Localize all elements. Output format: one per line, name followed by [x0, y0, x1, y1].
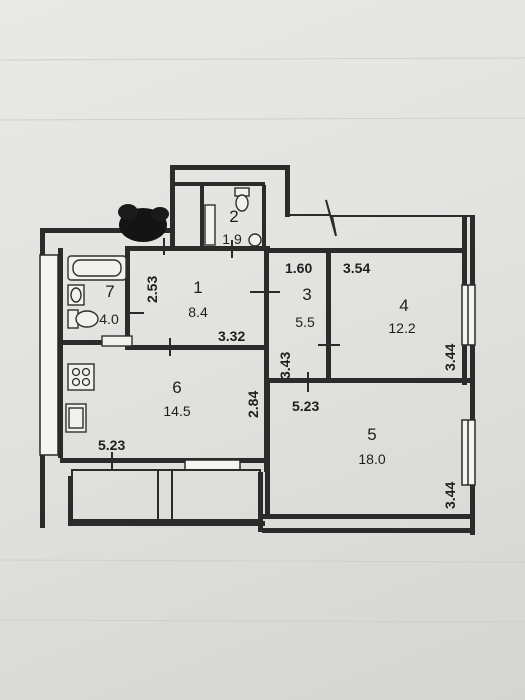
room-4-number: 4 — [399, 296, 408, 315]
dim-room5-depth: 3.44 — [442, 482, 458, 509]
balcony — [71, 469, 261, 521]
room-5-number: 5 — [367, 425, 376, 444]
small-toilet-icon — [234, 187, 262, 247]
room-3-area: 5.5 — [295, 314, 315, 330]
paper-lines — [0, 57, 525, 623]
room-7-number: 7 — [105, 282, 114, 301]
dim-room5-width: 5.23 — [292, 398, 319, 414]
room-2-number: 2 — [229, 207, 238, 226]
toilet-icon — [67, 309, 99, 329]
washer-icon — [101, 335, 133, 347]
dim-room4-width: 3.54 — [343, 260, 370, 276]
partitions — [60, 250, 470, 515]
room-7-area: 4.0 — [99, 311, 119, 327]
room-4-area: 12.2 — [388, 320, 415, 336]
dim-kitchen-width: 5.23 — [98, 437, 125, 453]
room-1-area: 8.4 — [188, 304, 208, 320]
dim-room4-depth: 3.44 — [442, 344, 458, 371]
windows — [39, 254, 476, 486]
dim-corridor-length: 3.43 — [277, 352, 293, 379]
room-1-number: 1 — [193, 278, 202, 297]
kitchen-sink-icon — [65, 403, 87, 433]
room-2-area: 1.9 — [222, 231, 242, 247]
dim-hall-height: 2.53 — [144, 276, 160, 303]
dim-hall-width: 3.32 — [218, 328, 245, 344]
room-5-area: 18.0 — [358, 451, 385, 467]
sink-icon — [67, 284, 85, 306]
door-ticks — [111, 238, 340, 470]
room-6-number: 6 — [172, 378, 181, 397]
room-6-area: 14.5 — [163, 403, 190, 419]
room-3-number: 3 — [302, 285, 311, 304]
dim-kitchen-depth: 2.84 — [245, 391, 261, 418]
scribble-mark — [118, 204, 169, 242]
bathtub-icon — [67, 255, 127, 281]
small-sink-icon — [204, 204, 216, 246]
dim-corridor-width: 1.60 — [285, 260, 312, 276]
bathroom-2-walls — [170, 165, 470, 250]
stove-icon — [67, 363, 95, 391]
